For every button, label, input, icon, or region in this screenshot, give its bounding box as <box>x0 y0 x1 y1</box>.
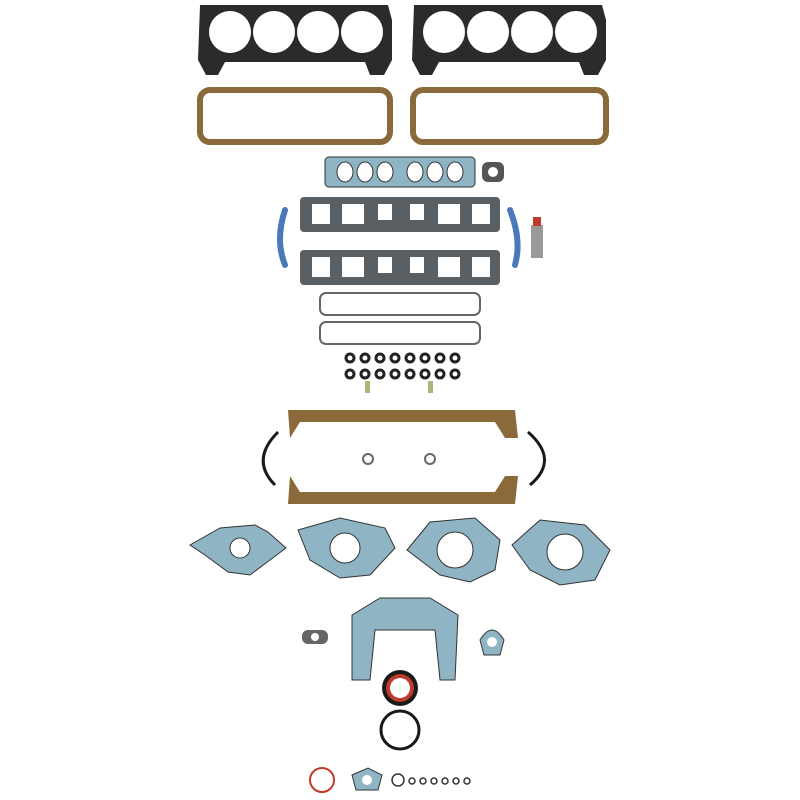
small-o-rings <box>391 773 471 787</box>
head-gasket-left <box>198 5 392 75</box>
o-ring-small-right <box>424 453 436 465</box>
small-gasket <box>302 630 328 644</box>
exhaust-gaskets <box>319 292 481 345</box>
end-seal-right <box>507 207 521 268</box>
egr-gasket <box>482 162 504 182</box>
head-gasket-right <box>412 5 606 75</box>
dowel-pin-left <box>365 381 370 393</box>
oil-pan-rail-lower <box>288 476 518 504</box>
intake-plenum-gasket <box>324 156 476 188</box>
red-o-ring <box>309 767 335 793</box>
timing-cover-gasket <box>351 597 459 681</box>
thermostat-gasket <box>351 767 383 791</box>
oil-pan-rail-upper <box>288 410 518 438</box>
o-ring-small-left <box>362 453 374 465</box>
fuel-pump-gasket <box>479 629 505 656</box>
oil-pan-end-seal-right <box>527 430 546 487</box>
crank-seal <box>382 670 418 706</box>
large-o-ring <box>379 709 421 751</box>
intake-gasket-upper <box>300 197 500 232</box>
intake-gasket-lower <box>300 250 500 285</box>
end-seal-left <box>277 207 288 268</box>
valve-cover-gasket-left <box>197 87 393 145</box>
dowel-pin-right <box>428 381 433 393</box>
sealant-tube <box>531 217 543 258</box>
valve-cover-gasket-right <box>410 87 609 145</box>
oil-pan-end-seal-left <box>261 430 280 487</box>
valve-stem-seals <box>344 352 461 380</box>
